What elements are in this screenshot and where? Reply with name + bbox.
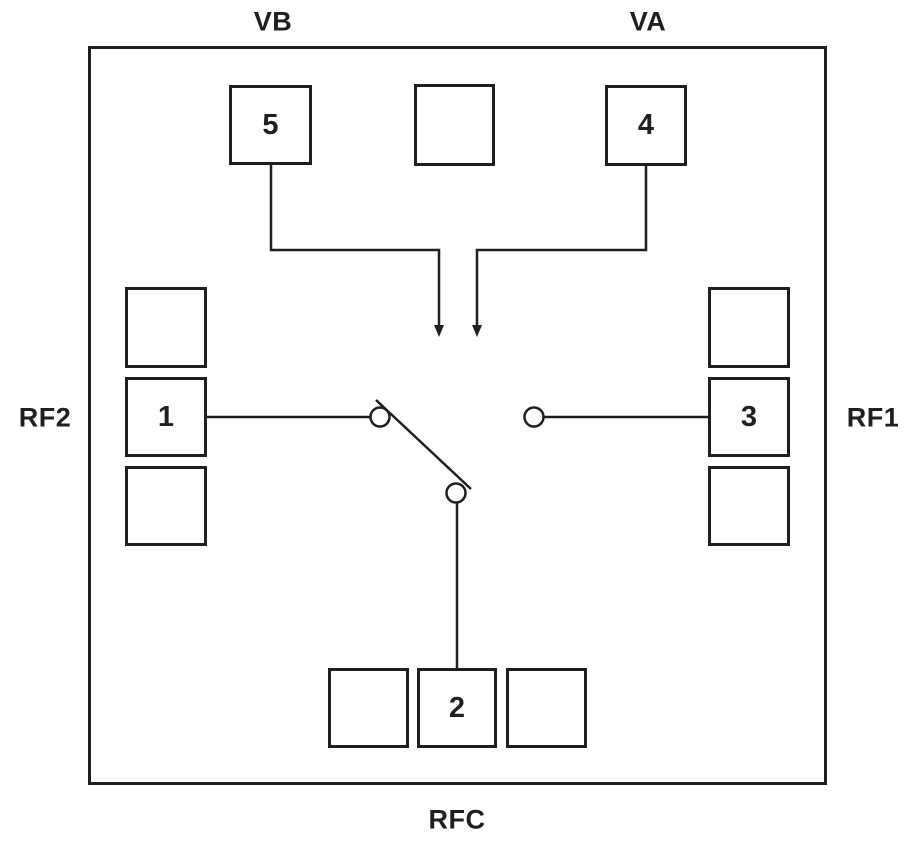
pad-blank-right-top: [708, 287, 790, 368]
pad-blank-bottom-left: [328, 668, 409, 748]
pad-blank-top-middle: [414, 84, 495, 166]
pad-3: 3: [708, 377, 790, 457]
pad-4: 4: [605, 85, 687, 166]
port-label-vb: VB: [253, 6, 293, 37]
pad-blank-right-bottom: [708, 466, 790, 546]
port-label-rf2: RF2: [18, 402, 72, 433]
pad-3-number: 3: [740, 400, 758, 433]
pad-2: 2: [417, 668, 497, 748]
pad-1-number: 1: [157, 400, 175, 433]
pad-2-number: 2: [448, 691, 466, 724]
port-label-rf1: RF1: [846, 402, 900, 433]
pad-5: 5: [229, 85, 312, 165]
pad-1: 1: [125, 377, 207, 457]
pad-blank-bottom-right: [506, 668, 587, 748]
pad-blank-left-top: [125, 287, 207, 368]
port-label-rfc: RFC: [428, 804, 486, 835]
port-label-va: VA: [629, 6, 667, 37]
pad-4-number: 4: [637, 109, 655, 141]
pad-5-number: 5: [262, 108, 279, 141]
pad-blank-left-bottom: [125, 466, 207, 546]
